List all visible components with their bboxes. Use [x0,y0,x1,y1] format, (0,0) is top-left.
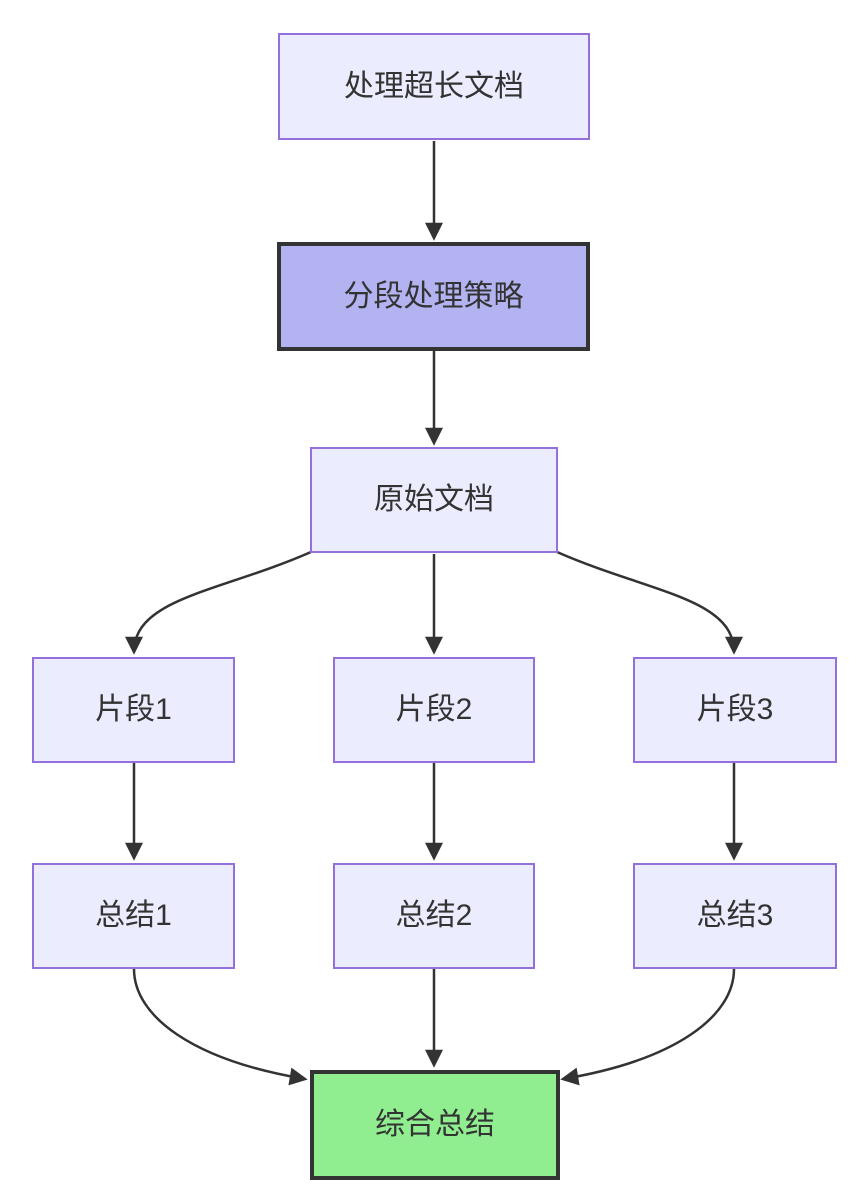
node-label: 分段处理策略 [343,279,524,313]
node-label: 总结2 [395,899,473,932]
node-label: 综合总结 [375,1108,495,1141]
node-summary-2: 总结2 [333,863,535,969]
edge-doc-to-frag3 [556,550,743,655]
node-fragment-3: 片段3 [633,657,837,763]
node-label: 总结3 [696,899,774,932]
node-label: 处理超长文档 [344,69,524,103]
node-label: 片段3 [696,693,774,726]
edge-sum3-to-final [560,968,736,1086]
edge-sum1-to-final [132,968,308,1086]
node-original-document: 原始文档 [310,447,558,553]
node-segmentation-strategy: 分段处理策略 [277,242,590,351]
node-label: 片段1 [95,693,172,726]
node-label: 总结1 [95,899,172,932]
node-fragment-1: 片段1 [32,657,235,763]
node-summary-3: 总结3 [633,863,837,969]
node-summary-1: 总结1 [32,863,235,969]
node-label: 片段2 [395,693,473,726]
node-label: 原始文档 [374,483,494,516]
node-process-long-document: 处理超长文档 [278,33,590,140]
node-fragment-2: 片段2 [333,657,535,763]
node-final-summary: 综合总结 [310,1070,560,1180]
edge-doc-to-frag1 [125,550,312,655]
